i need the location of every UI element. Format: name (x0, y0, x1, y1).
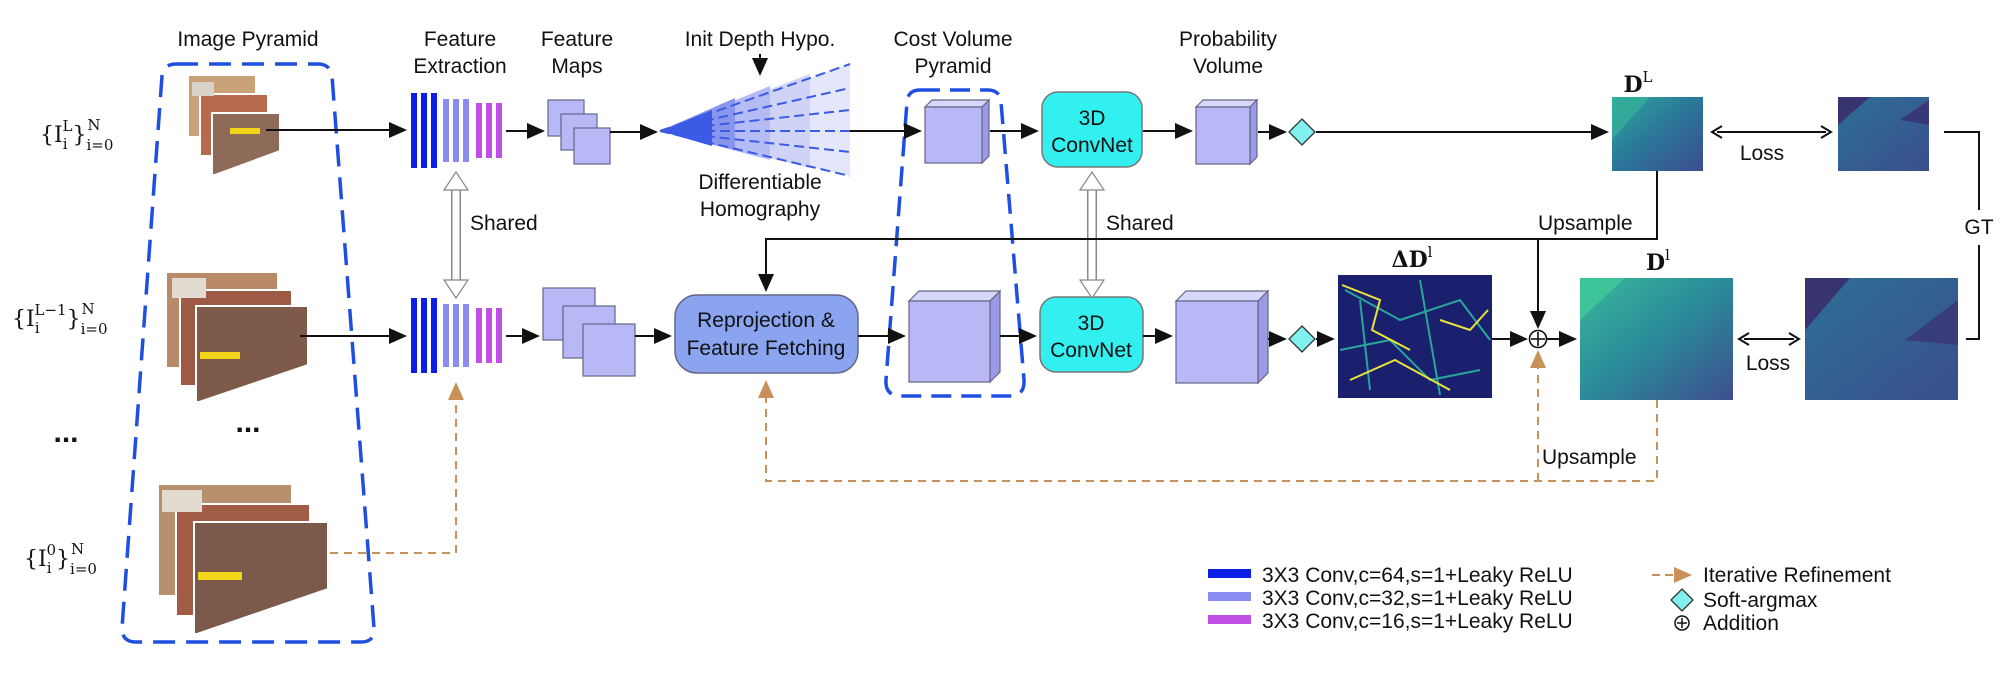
legend-conv32: 3X3 Conv,c=32,s=1+Leaky ReLU (1262, 587, 1573, 610)
image-stack-level-L (187, 74, 281, 176)
feature-extractor-bottom (411, 298, 502, 373)
pipeline-arrows (266, 54, 1980, 347)
header-cost-volume-2: Pyramid (914, 55, 991, 78)
reprojection-line2: Feature Fetching (687, 337, 846, 360)
shared-label-mid: Shared (1106, 212, 1174, 235)
image-stack-level-0 (157, 483, 329, 635)
gt-map-L (1838, 97, 1929, 171)
svg-text:{Ii0}i=0N: {Ii0}i=0N (24, 540, 97, 578)
legend-softargmax-icon (1670, 588, 1694, 612)
header-feature-maps-1: Feature (541, 28, 613, 51)
iterative-refinement-arrows (330, 350, 1658, 554)
cost-volume-top (923, 98, 991, 165)
legend-swatch-conv16 (1208, 615, 1251, 624)
feature-maps-bottom (542, 287, 636, 377)
convnet-bottom-line1: 3D (1078, 312, 1105, 335)
legend-swatch-conv32 (1208, 592, 1251, 601)
row-label-level-0: {Ii0}i=0N (24, 540, 97, 578)
shared-link-left (442, 170, 470, 300)
label-homography-2: Homography (700, 198, 821, 221)
header-cost-volume-1: Cost Volume (893, 28, 1012, 51)
legend-conv64: 3X3 Conv,c=64,s=1+Leaky ReLU (1262, 564, 1573, 587)
upsample-label-bottom: Upsample (1542, 446, 1637, 469)
ellipsis-pyramid: ... (235, 406, 260, 439)
convnet-bottom-box: 3D ConvNet (1039, 296, 1144, 373)
shared-label-left: Shared (470, 212, 538, 235)
cost-volume-bottom (907, 289, 1002, 384)
feature-maps-top (547, 99, 611, 165)
header-init-depth: Init Depth Hypo. (685, 28, 836, 51)
label-differentiable-1: Differentiable (698, 171, 821, 194)
header-feature-extraction-1: Feature (424, 28, 496, 51)
header-probability-2: Volume (1193, 55, 1263, 78)
convnet-bottom-line2: ConvNet (1050, 339, 1132, 362)
upsample-label-top: Upsample (1538, 212, 1633, 235)
shared-link-mid (1078, 170, 1106, 300)
legend-addition: Addition (1703, 612, 1779, 635)
probability-volume-bottom (1174, 289, 1270, 385)
ellipsis-left: ... (53, 416, 78, 449)
depth-map-l (1580, 278, 1733, 400)
convnet-top-line1: 3D (1079, 107, 1106, 130)
loss-label-top: Loss (1740, 142, 1784, 165)
reprojection-line1: Reprojection & (697, 309, 835, 332)
header-image-pyramid: Image Pyramid (177, 28, 318, 51)
legend-swatch-conv64 (1208, 569, 1251, 578)
depth-hypothesis-frustum (659, 63, 851, 177)
gt-label: GT (1964, 216, 1993, 239)
row-label-level-L: {IiL}i=0N (40, 116, 113, 154)
delta-depth-label: ΔDl (1392, 243, 1433, 273)
gt-map-l (1805, 278, 1958, 400)
header-feature-maps-2: Maps (551, 55, 602, 78)
depth-map-L (1612, 97, 1703, 171)
svg-text:{IiL}i=0N: {IiL}i=0N (40, 116, 113, 154)
legend-conv16: 3X3 Conv,c=16,s=1+Leaky ReLU (1262, 610, 1573, 633)
image-pyramid-outline (120, 62, 376, 644)
addition-node (1528, 329, 1548, 349)
cost-volume-outline (884, 88, 1026, 398)
legend-softargmax: Soft-argmax (1703, 589, 1818, 612)
depth-L-label: DL (1623, 68, 1652, 98)
header-feature-extraction-2: Extraction (413, 55, 506, 78)
legend-iterative: Iterative Refinement (1703, 564, 1891, 587)
legend-addition-icon (1674, 615, 1690, 631)
legend: 3X3 Conv,c=64,s=1+Leaky ReLU 3X3 Conv,c=… (1208, 564, 1891, 635)
convnet-top-box: 3D ConvNet (1041, 91, 1143, 168)
probability-volume-top (1194, 98, 1259, 166)
reprojection-box: Reprojection & Feature Fetching (674, 294, 859, 374)
depth-l-label: Dl (1646, 246, 1670, 276)
feature-extractor-top (411, 93, 502, 168)
row-label-level-L-minus-1: {IiL−1}i=0N (12, 300, 108, 338)
softargmax-top-icon (1288, 118, 1316, 146)
svg-text:{IiL−1}i=0N: {IiL−1}i=0N (12, 300, 108, 338)
residual-depth-map (1338, 275, 1492, 398)
softargmax-bottom-icon (1288, 325, 1316, 353)
image-stack-level-L-1 (165, 271, 309, 403)
convnet-top-line2: ConvNet (1051, 134, 1133, 157)
loss-label-bottom: Loss (1746, 352, 1790, 375)
header-probability-1: Probability (1179, 28, 1278, 51)
